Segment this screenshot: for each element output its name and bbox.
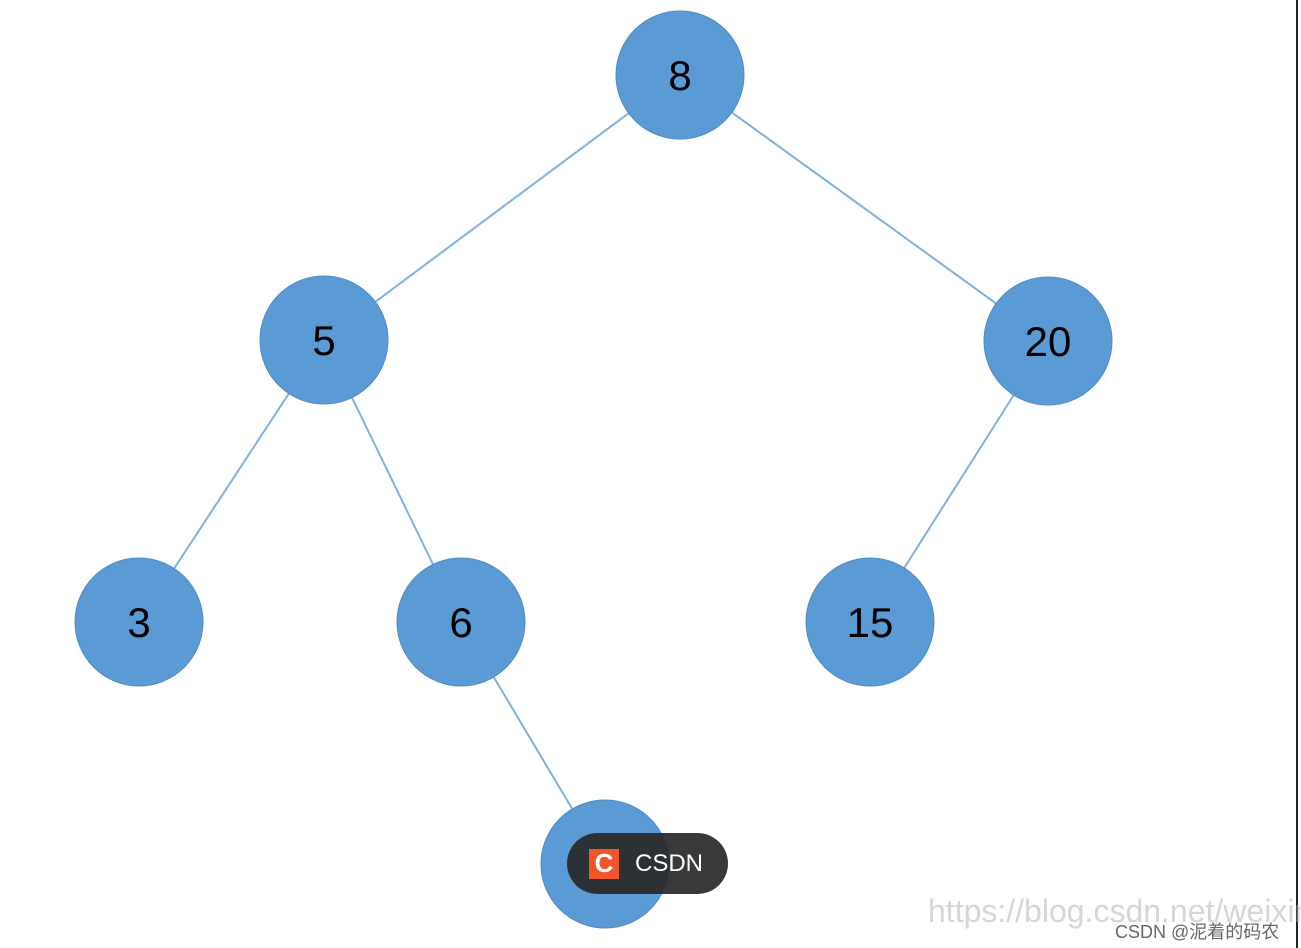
tree-node-n8 [615,10,745,140]
tree-node-label: 3 [127,599,150,646]
tree-node-label: 6 [449,599,472,646]
watermark-url: https://blog.csdn.net/weixin [928,893,1301,929]
tree-node-label: 20 [1025,318,1072,365]
tree-node-label: 15 [847,599,894,646]
tree-node-label: 5 [312,317,335,364]
csdn-badge-label: CSDN [635,849,704,877]
csdn-logo-icon: C [589,848,619,879]
tree-node-n3 [74,557,204,687]
watermark-author: CSDN @泥着的码农 [1115,922,1280,942]
page-edge-divider [1296,0,1298,948]
edge-n8-n5 [323,74,681,341]
edge-n8-n20 [679,74,1049,342]
tree-node-label: 8 [668,52,691,99]
tree-node-n6 [396,557,526,687]
tree-node-n5 [259,275,389,405]
tree-node-n15 [805,557,935,687]
tree-node-n20 [983,276,1113,406]
csdn-badge[interactable]: C CSDN [567,833,728,894]
